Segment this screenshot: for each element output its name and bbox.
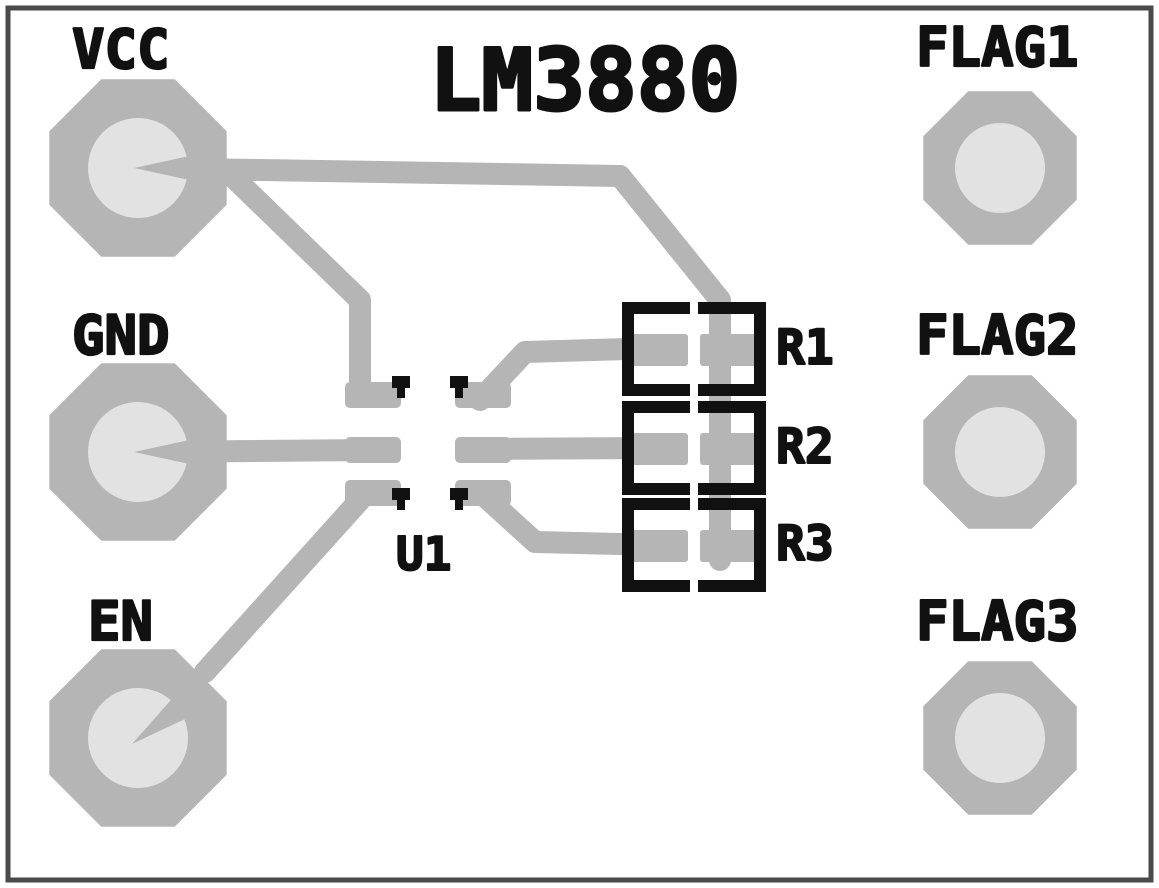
component-r3-right-pad[interactable] [700, 530, 756, 562]
u1-pad-3[interactable] [345, 480, 401, 506]
trace-vcc-to-r-column [127, 157, 731, 571]
pad-gnd-trace-entry-notch [134, 439, 194, 465]
trace-u1-pin4-to-r3 [469, 481, 671, 556]
pad-flag1-drill [955, 123, 1045, 213]
component-r1-silk-bracket-left [622, 302, 690, 396]
component-r3-reference-label: R3 [776, 516, 834, 572]
component-r2-silk-bracket-left [622, 401, 690, 495]
board-title-silkscreen: LM3880 [430, 31, 741, 131]
component-r2-silk-bracket-right [698, 401, 766, 495]
u1-marker-top-right-stem [455, 376, 463, 398]
smd-pad-layer [345, 334, 756, 562]
pad-vcc-trace-entry-notch [134, 155, 194, 181]
silkscreen-layer [392, 302, 766, 592]
u1-pad-6[interactable] [455, 382, 511, 408]
pad-flag1[interactable] [923, 91, 1077, 245]
pad-en[interactable] [49, 649, 227, 827]
pad-gnd-label: GND [72, 304, 170, 367]
u1-pad-4[interactable] [455, 480, 511, 506]
component-r3-silk-bracket-left [622, 498, 690, 592]
u1-marker-top-left-stem [397, 376, 405, 398]
board-edge-cut [5, 5, 1154, 883]
component-u1-reference-label: U1 [396, 527, 451, 581]
component-r2-reference-label: R2 [776, 419, 834, 475]
component-r1-silk-bracket-right [698, 302, 766, 396]
u1-pad-1[interactable] [345, 382, 401, 408]
component-r2-left-pad[interactable] [632, 433, 688, 465]
pad-gnd[interactable] [49, 363, 227, 541]
board-outline-layer [5, 5, 1154, 883]
pad-en-trace-entry-notch [132, 692, 187, 744]
u1-marker-bottom-right-stem [455, 488, 463, 510]
trace-en-to-u1-pin3 [194, 489, 371, 683]
pad-en-label: EN [88, 590, 153, 653]
component-r3-silk-bracket-right [698, 498, 766, 592]
pad-flag3[interactable] [923, 661, 1077, 815]
pad-flag2-drill [955, 407, 1045, 497]
pad-flag3-drill [955, 693, 1045, 783]
through-hole-pad-layer [49, 79, 1077, 827]
pad-flag2-label: FLAG2 [916, 304, 1079, 367]
pad-vcc-label: VCC [72, 18, 170, 81]
component-r2-right-pad[interactable] [700, 433, 756, 465]
pad-flag1-label: FLAG1 [916, 16, 1079, 79]
component-r1-reference-label: R1 [776, 320, 834, 376]
component-r1-right-pad[interactable] [700, 334, 756, 366]
component-r3-left-pad[interactable] [632, 530, 688, 562]
pad-flag2[interactable] [923, 375, 1077, 529]
u1-marker-bottom-left-stem [397, 488, 405, 510]
trace-vcc-to-u1-pin1 [221, 165, 371, 406]
component-r1-left-pad[interactable] [632, 334, 688, 366]
u1-pad-2[interactable] [345, 437, 401, 463]
u1-pad-5[interactable] [455, 437, 511, 463]
pad-flag3-label: FLAG3 [916, 590, 1079, 653]
pad-vcc[interactable] [49, 79, 227, 257]
